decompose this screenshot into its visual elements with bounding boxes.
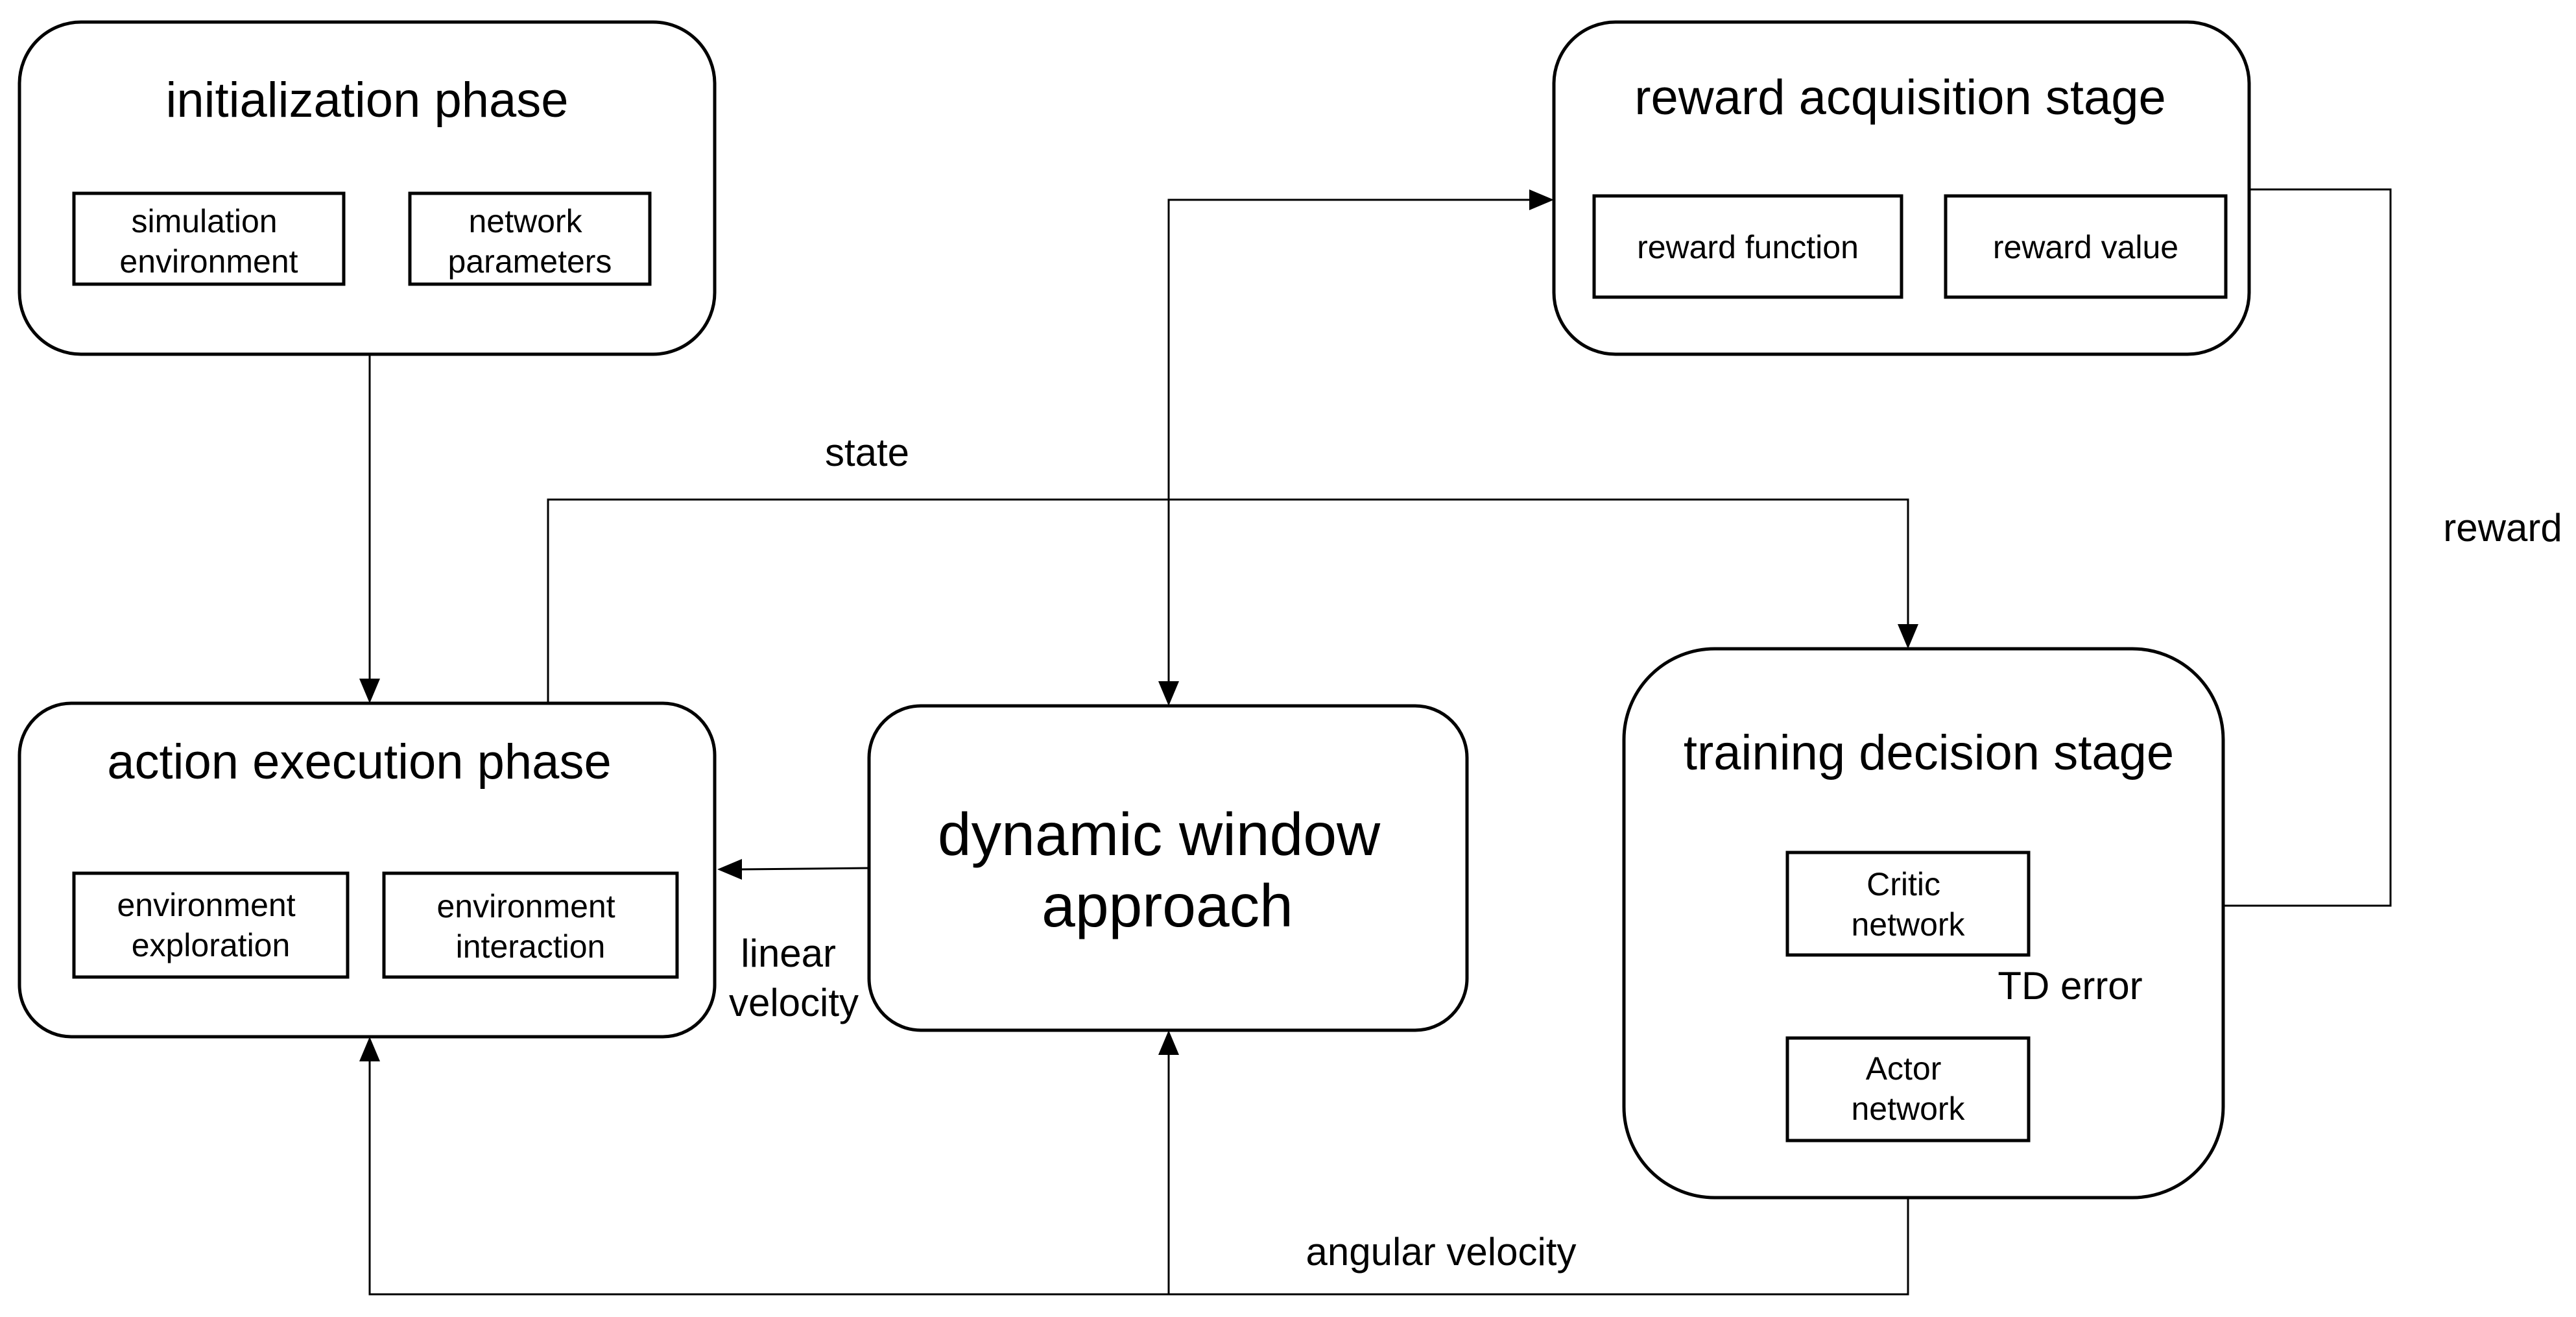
training-decision-stage-title: training decision stage (1684, 725, 2174, 780)
state-arrowhead (1898, 624, 1918, 649)
linear-velocity-label: linear velocity (729, 932, 859, 1024)
environment-interaction-label: environment interaction (436, 888, 624, 965)
angular-velocity-action-arrowhead (359, 1037, 380, 1061)
angular-velocity-dwa-arrowhead (1158, 1030, 1179, 1055)
to-dwa-top-arrowhead (1158, 681, 1179, 706)
network-parameters-label: network parameters (448, 203, 612, 280)
network-parameters-box: network parameters (408, 191, 652, 286)
angular-velocity-label: angular velocity (1306, 1230, 1577, 1274)
simulation-environment-box: simulation environment (72, 191, 346, 286)
td-error-label: TD error (1998, 964, 2142, 1008)
linear-velocity-arrowhead (717, 859, 742, 880)
actor-network-box: Actor network (1785, 1036, 2031, 1142)
initialization-phase-title: initialization phase (165, 73, 568, 128)
action-execution-phase-title: action execution phase (107, 734, 611, 790)
edge-labels: state reward linear velocity TD error an… (729, 431, 2562, 1274)
dynamic-window-approach-frame (867, 704, 1469, 1032)
critic-network-box: Critic network (1785, 851, 2031, 957)
simulation-environment-label: simulation environment (119, 203, 298, 280)
critic-network-label: Critic network (1851, 866, 1965, 943)
reward-function-box: reward function (1592, 194, 1903, 299)
reward-value-label: reward value (1993, 229, 2178, 265)
state-line (547, 498, 1909, 703)
dynamic-window-approach-box: dynamic window approach (867, 704, 1469, 1032)
linear-velocity-line (741, 867, 870, 871)
reward-acquisition-stage-box: reward acquisition stage reward function… (1552, 20, 2251, 356)
training-decision-stage-box: training decision stage Critic network A… (1622, 647, 2225, 1200)
angular-velocity-line (368, 1061, 1909, 1296)
dwa-reward-stage-line (1167, 199, 1531, 681)
environment-exploration-label: environment exploration (117, 887, 304, 963)
reward-acquisition-stage-title: reward acquisition stage (1634, 70, 2166, 125)
to-reward-stage-arrowhead (1529, 189, 1554, 210)
state-label: state (825, 431, 909, 474)
reward-function-label: reward function (1637, 229, 1859, 265)
reward-value-box: reward value (1944, 194, 2228, 299)
initialization-phase-box: initialization phase simulation environm… (18, 20, 717, 356)
action-execution-phase-box: action execution phase environment explo… (18, 701, 717, 1039)
environment-exploration-box: environment exploration (72, 871, 350, 979)
init-to-action-arrowhead (359, 679, 380, 703)
environment-interaction-box: environment interaction (382, 871, 679, 979)
initialization-phase-frame (18, 20, 717, 356)
actor-network-label: Actor network (1851, 1050, 1965, 1127)
reward-label: reward (2443, 506, 2562, 550)
dynamic-window-approach-title: dynamic window approach (938, 801, 1397, 939)
